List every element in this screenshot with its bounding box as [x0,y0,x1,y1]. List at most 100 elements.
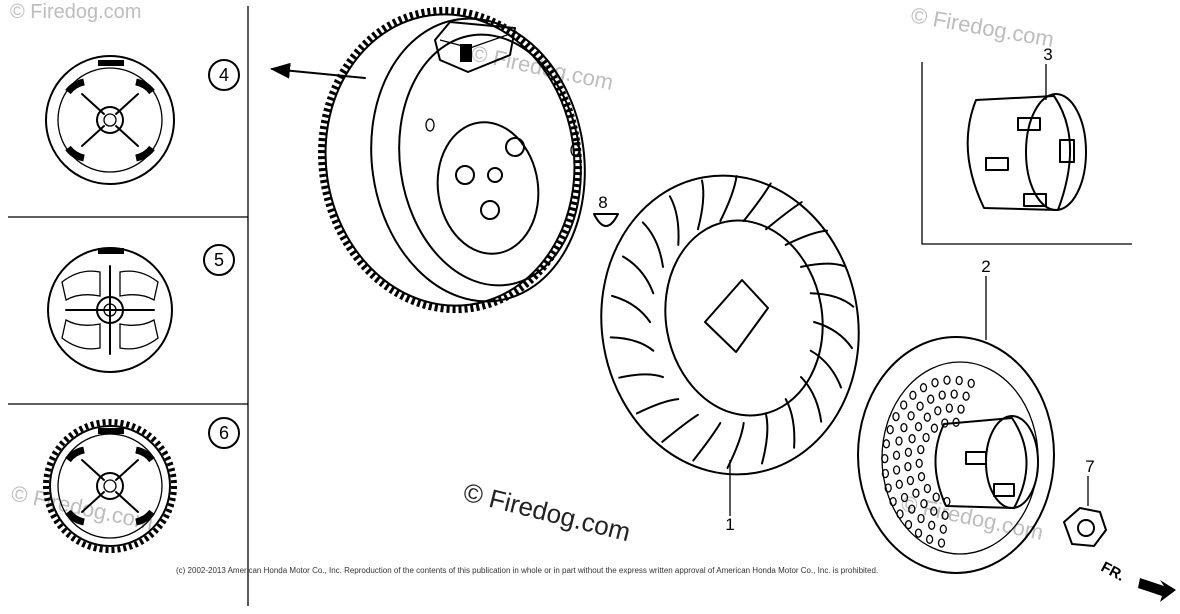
woodruff-key: 8 [593,193,619,227]
pulley-hole [922,432,930,443]
pulley-hole [945,403,953,413]
flywheel-rotor [318,6,586,314]
variant-pointer-arrow [270,62,366,79]
pulley-hole [915,458,923,468]
pulley-hole [919,383,928,393]
fan-blade [609,336,655,352]
svg-text:4: 4 [219,65,229,85]
pulley-hole [908,434,916,444]
fan-blade [719,175,738,222]
pulley-hole [928,520,936,530]
variant-4-rotor [45,55,175,185]
fan-blades [609,175,855,469]
pulley-hole [955,375,963,386]
starter-pulley: 2 [857,257,1055,574]
variant-6-label: 6 [208,417,240,449]
pulley-hole [930,423,939,433]
pulley-hole [917,444,925,455]
front-direction-indicator: FR. [1098,559,1176,602]
fan-blade [761,413,769,465]
fan-blade [784,229,829,246]
fan-blade [668,195,680,246]
svg-text:8: 8 [598,193,607,212]
pulley-hole [967,378,975,389]
front-label: FR. [1098,559,1127,585]
fan-blade [809,349,842,389]
pulley-hole [916,401,924,411]
copyright-notice: (c) 2002-2013 American Honda Motor Co., … [176,566,878,575]
front-arrow-icon [1138,578,1176,602]
pulley-hole [882,439,891,449]
fan-blade [641,221,664,268]
pulley-hole [900,492,909,503]
fan-blade [618,373,664,379]
svg-text:5: 5 [214,250,224,270]
svg-text:3: 3 [1043,45,1052,64]
pulley-hole [957,404,965,414]
pulley-hole [912,488,920,498]
pulley-hole [923,412,931,422]
pulley-hole [914,528,923,538]
fan-blade [742,182,772,222]
pulley-hole [939,524,947,534]
pulley-hole [881,468,890,479]
pulley-hole [950,389,958,399]
pulley-hole [907,411,915,421]
pulley-hole [896,509,904,519]
pulley-hole [927,394,935,404]
pulley-hole [892,411,900,422]
pulley-hole [895,436,903,446]
pulley-hole [938,390,946,400]
pulley-hole [906,475,915,486]
watermark-text: © Firedog.com [909,2,1056,52]
fan-blade [800,376,823,423]
svg-text:2: 2 [981,257,990,276]
fan-blade [800,262,846,268]
fan-blade [635,398,680,415]
pulley-hole [892,450,901,460]
pulley-hole [884,483,892,493]
flange-nut: 7 [1063,457,1107,547]
pulley-hole [931,378,939,388]
variant-4-label: 4 [208,59,240,91]
fan-blade [622,255,655,295]
center-watermark: © Firedog.com [461,477,634,547]
fan-blade [813,321,853,350]
pulley-hole [895,479,903,489]
pulley-hole [914,422,923,432]
pulley-hole [932,492,940,502]
fan-blade [765,201,803,231]
fan-blade [784,398,796,449]
starter-cup-inset: 3 [921,45,1132,245]
pulley-hole [923,483,932,494]
pulley-hole [904,519,913,530]
pulley-hole [892,465,901,475]
fan-blade [809,292,855,308]
fan-blade [692,422,722,462]
pulley-hole [900,400,908,410]
pulley-hole [941,510,949,520]
variant-panel [8,6,249,606]
pulley-hole [886,425,894,435]
pulley-hole [937,538,946,548]
svg-text:7: 7 [1085,457,1094,476]
pulley-hole [908,504,916,514]
pulley-hole [900,422,908,433]
pulley-hole [930,506,938,516]
pulley-hole [920,499,928,509]
pulley-hole [917,513,925,524]
pulley-hole [909,390,917,400]
pulley-hole [904,447,913,457]
cooling-fan: 1 [600,174,860,534]
watermark-text: © Firedog.com [899,490,1046,545]
svg-text:6: 6 [219,423,229,443]
variant-5-rotor [47,247,173,373]
variant-6-rotor [43,419,177,553]
fan-blade [696,179,705,231]
pulley-hole [889,496,897,507]
pulley-hole [904,461,912,472]
pulley-hole [962,391,970,401]
pulley-hole [881,453,889,464]
